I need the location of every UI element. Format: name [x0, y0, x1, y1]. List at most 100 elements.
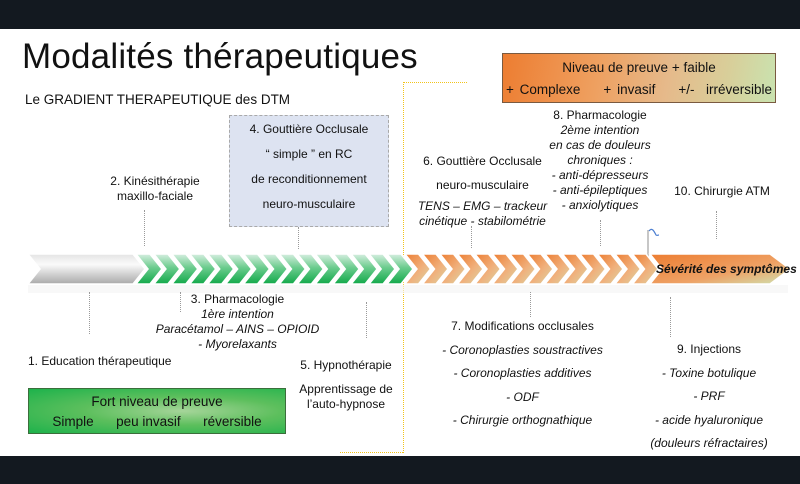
low-evidence-legend: Niveau de preuve + faible + Complexe + i…	[502, 53, 776, 103]
modality-7-title: 7. Modifications occlusales	[451, 319, 594, 333]
green-chevron	[188, 253, 217, 285]
flag-marker-icon	[647, 228, 660, 259]
modality-2-label: 2. Kinésithérapie maxillo-faciale	[90, 174, 220, 204]
green-chevron	[206, 253, 235, 285]
modality-3-label: 3. Pharmacologie 1ère intention Paracéta…	[140, 292, 335, 352]
modality-5-label: 5. Hypnothérapie Apprentissage de l’auto…	[292, 358, 400, 412]
green-chevron	[224, 253, 253, 285]
modality-9-label: 9. Injections - Toxine botulique - PRF -…	[644, 338, 774, 456]
connector-3	[180, 292, 181, 312]
bracket-top-line	[403, 82, 467, 83]
orange-chevron	[420, 253, 449, 285]
modality-2-title: 2. Kinésithérapie	[110, 174, 200, 188]
connector-5	[366, 302, 367, 338]
modality-5-line: l’auto-hypnose	[306, 397, 386, 411]
modality-7-line: - Chirurgie orthognathique	[452, 413, 593, 427]
green-chevron	[242, 253, 271, 285]
connector-8	[600, 220, 601, 246]
modality-4-title: 4. Gouttière Occlusale	[249, 122, 369, 136]
modality-7-line: - ODF	[506, 389, 539, 404]
green-chevron	[152, 253, 181, 285]
orange-chevron	[438, 253, 467, 285]
modality-8-line: 2ème intention	[560, 123, 640, 137]
low-evidence-attributes: + Complexe + invasif +/- irréversible	[506, 82, 772, 97]
modality-4-line: neuro-musculaire	[262, 197, 356, 211]
modality-3-title: 3. Pharmacologie	[190, 292, 285, 306]
modality-6-line: neuro-musculaire	[436, 178, 529, 192]
orange-chevron	[508, 253, 537, 285]
start-arrow-segment	[26, 253, 146, 285]
severity-label: Sévérité des symptômes	[656, 262, 797, 276]
green-chevron	[259, 253, 289, 285]
green-chevron	[349, 253, 379, 285]
connector-2	[144, 210, 145, 246]
green-chevron	[385, 253, 414, 285]
modality-5-line: Apprentissage de	[299, 382, 393, 396]
connector-4	[298, 227, 299, 249]
modality-9-line: (douleurs réfractaires)	[650, 436, 768, 450]
orange-chevron	[473, 253, 502, 285]
green-chevron	[295, 253, 325, 285]
orange-chevron	[403, 253, 432, 285]
modality-8-line: - anti-épileptiques	[552, 183, 648, 197]
green-chevron	[367, 253, 397, 285]
orange-chevron	[455, 253, 484, 285]
modality-7-line: - Coronoplasties additives	[453, 366, 592, 380]
modality-5-title: 5. Hypnothérapie	[300, 358, 392, 372]
low-evidence-title: Niveau de preuve + faible	[562, 60, 716, 75]
modality-9-title: 9. Injections	[676, 342, 742, 356]
modality-3-line: Paracétamol – AINS – OPIOID	[155, 322, 320, 336]
high-evidence-attributes: Simple peu invasif réversible	[52, 414, 262, 429]
arrow-reflection	[28, 285, 788, 293]
modality-1-label: 1. Education thérapeutique	[28, 354, 188, 369]
modality-10-title: 10. Chirurgie ATM	[674, 184, 770, 198]
connector-7	[530, 292, 531, 317]
modality-10-label: 10. Chirurgie ATM	[672, 184, 772, 199]
connector-1	[89, 292, 90, 334]
modality-4-line: “ simple ” en RC	[265, 147, 353, 161]
modality-4-box: 4. Gouttière Occlusale “ simple ” en RC …	[229, 115, 389, 227]
connector-10	[716, 211, 717, 239]
modality-3-line: 1ère intention	[201, 307, 274, 321]
bracket-bottom-line	[340, 452, 403, 453]
orange-chevron	[613, 253, 642, 285]
high-evidence-title: Fort niveau de preuve	[91, 394, 223, 409]
modality-6-title: 6. Gouttière Occlusale	[423, 154, 542, 168]
orange-chevron	[595, 253, 624, 285]
modality-6-line: TENS – EMG – trackeur	[417, 199, 548, 213]
modality-6-label: 6. Gouttière Occlusale neuro-musculaire …	[405, 149, 560, 229]
modality-2-subtitle: maxillo-faciale	[116, 189, 194, 203]
modality-8-line: - anti-dépresseurs	[551, 168, 649, 182]
green-chevron	[331, 253, 361, 285]
orange-chevron	[578, 253, 607, 285]
orange-chevron	[543, 253, 572, 285]
modality-8-line: chroniques :	[567, 153, 633, 167]
green-chevron	[170, 253, 199, 285]
slide-subtitle: Le GRADIENT THERAPEUTIQUE des DTM	[25, 92, 291, 107]
high-evidence-legend: Fort niveau de preuve Simple peu invasif…	[28, 388, 286, 434]
final-arrow-segment	[648, 253, 792, 285]
modality-8-title: 8. Pharmacologie	[553, 108, 647, 122]
modality-7-line: - Coronoplasties soustractives	[442, 342, 603, 357]
modality-6-line: cinétique - stabilométrie	[419, 214, 546, 228]
modality-9-line: - acide hyaluronique	[654, 412, 764, 427]
slide-title: Modalités thérapeutiques	[22, 37, 418, 76]
connector-9	[670, 297, 671, 337]
modality-3-line: - Myorelaxants	[198, 337, 277, 351]
modality-9-line: - PRF	[693, 389, 725, 403]
green-chevron	[277, 253, 307, 285]
orange-chevron	[560, 253, 589, 285]
modality-7-label: 7. Modifications occlusales - Coronoplas…	[430, 315, 615, 433]
green-chevron	[313, 253, 343, 285]
green-chevron	[134, 253, 163, 285]
orange-chevron	[490, 253, 519, 285]
severity-gradient-arrow	[26, 253, 792, 293]
modality-4-line: de reconditionnement	[251, 172, 367, 186]
modality-8-line: en cas de douleurs	[549, 138, 651, 152]
orange-chevron	[630, 253, 659, 285]
slide: Modalités thérapeutiques Le GRADIENT THE…	[0, 29, 800, 456]
modality-9-line: - Toxine botulique	[661, 365, 757, 380]
connector-6	[471, 226, 472, 248]
orange-chevron	[525, 253, 554, 285]
modality-1-title: 1. Education thérapeutique	[28, 354, 172, 368]
